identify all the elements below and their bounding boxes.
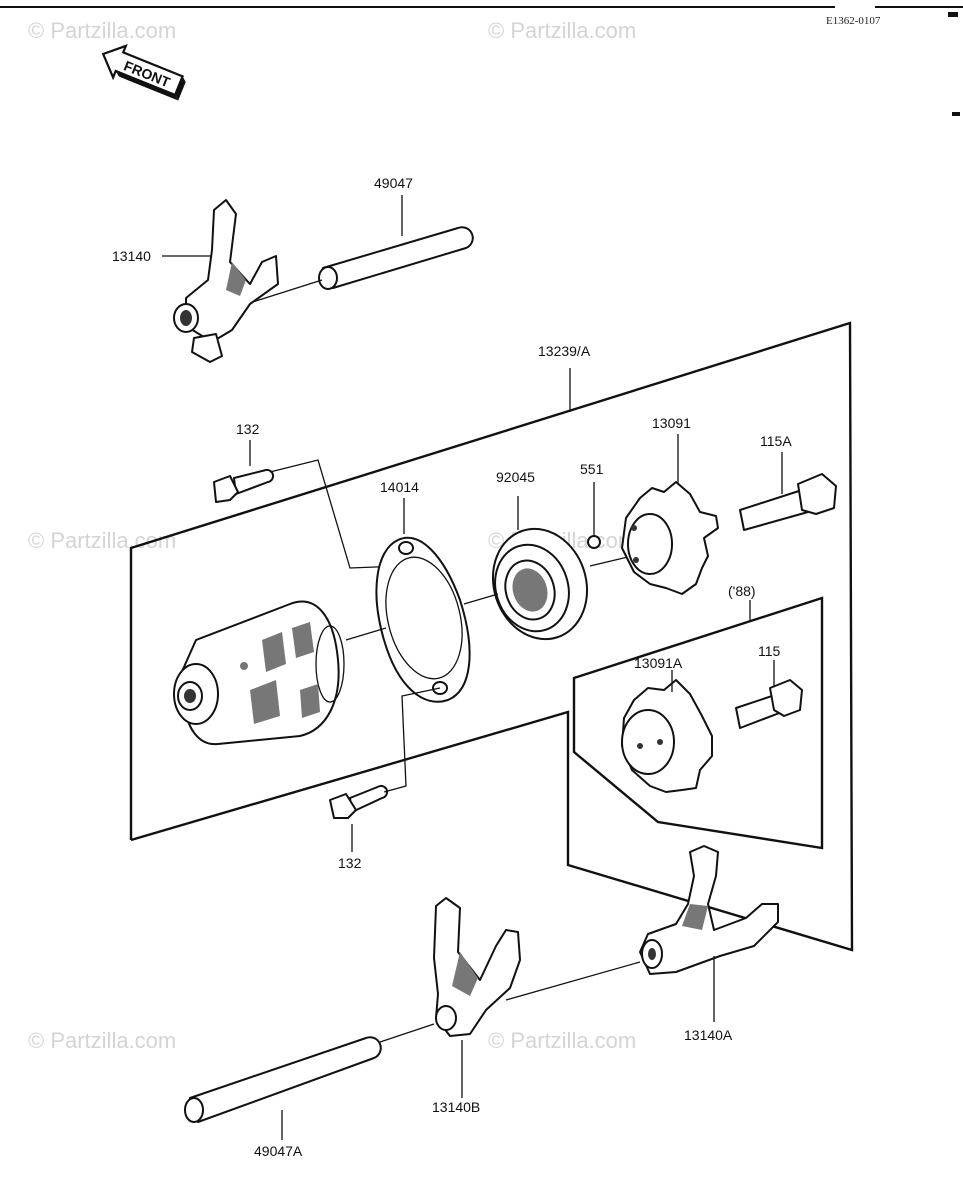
bolt-132-lower <box>329 687 441 852</box>
label-13140b: 13140B <box>432 1099 480 1115</box>
label-49047: 49047 <box>374 175 413 191</box>
holder-14014 <box>375 498 471 703</box>
label-49047a: 49047A <box>254 1143 303 1159</box>
document-code: E1362-0107 <box>826 15 881 27</box>
label-13091a: 13091A <box>634 655 683 671</box>
front-arrow: FRONT <box>101 44 186 101</box>
variant-box <box>572 596 824 850</box>
fork-13140b <box>433 897 641 1098</box>
pin-551 <box>587 482 633 567</box>
plate-13091a <box>621 670 713 793</box>
label-551: 551 <box>580 461 604 477</box>
label-132-lower: 132 <box>338 855 362 871</box>
assembly-frame <box>129 321 854 952</box>
label-13140: 13140 <box>112 248 151 264</box>
watermark: © Partzilla.com <box>488 18 636 43</box>
label-13091: 13091 <box>652 415 691 431</box>
fork-13140a <box>639 845 779 1022</box>
page-mark <box>952 112 960 116</box>
bolt-132-upper <box>213 440 401 569</box>
watermark: © Partzilla.com <box>28 18 176 43</box>
label-14014: 14014 <box>380 479 419 495</box>
rod-49047 <box>239 195 474 307</box>
rod-49047a <box>184 1023 435 1140</box>
bolt-115a <box>739 452 837 531</box>
part-labels: 49047 13140 13239/A 132 13091 115A 551 9… <box>112 175 792 1159</box>
watermarks: © Partzilla.com © Partzilla.com © Partzi… <box>28 18 636 1053</box>
label-13239a: 13239/A <box>538 343 591 359</box>
shift-drum <box>173 600 387 746</box>
plate-13091 <box>621 434 719 595</box>
label-13140a: 13140A <box>684 1027 733 1043</box>
label-115: 115 <box>758 643 781 659</box>
watermark: © Partzilla.com <box>28 1028 176 1053</box>
label-92045: 92045 <box>496 469 535 485</box>
label-115a: 115A <box>760 433 792 449</box>
page-mark <box>948 12 958 17</box>
bearing-92045 <box>463 496 589 641</box>
label-132-upper: 132 <box>236 421 260 437</box>
label-variant-88: ('88) <box>728 583 756 599</box>
bolt-115 <box>735 660 803 729</box>
watermark: © Partzilla.com <box>488 1028 636 1053</box>
fork-13140 <box>162 199 279 363</box>
